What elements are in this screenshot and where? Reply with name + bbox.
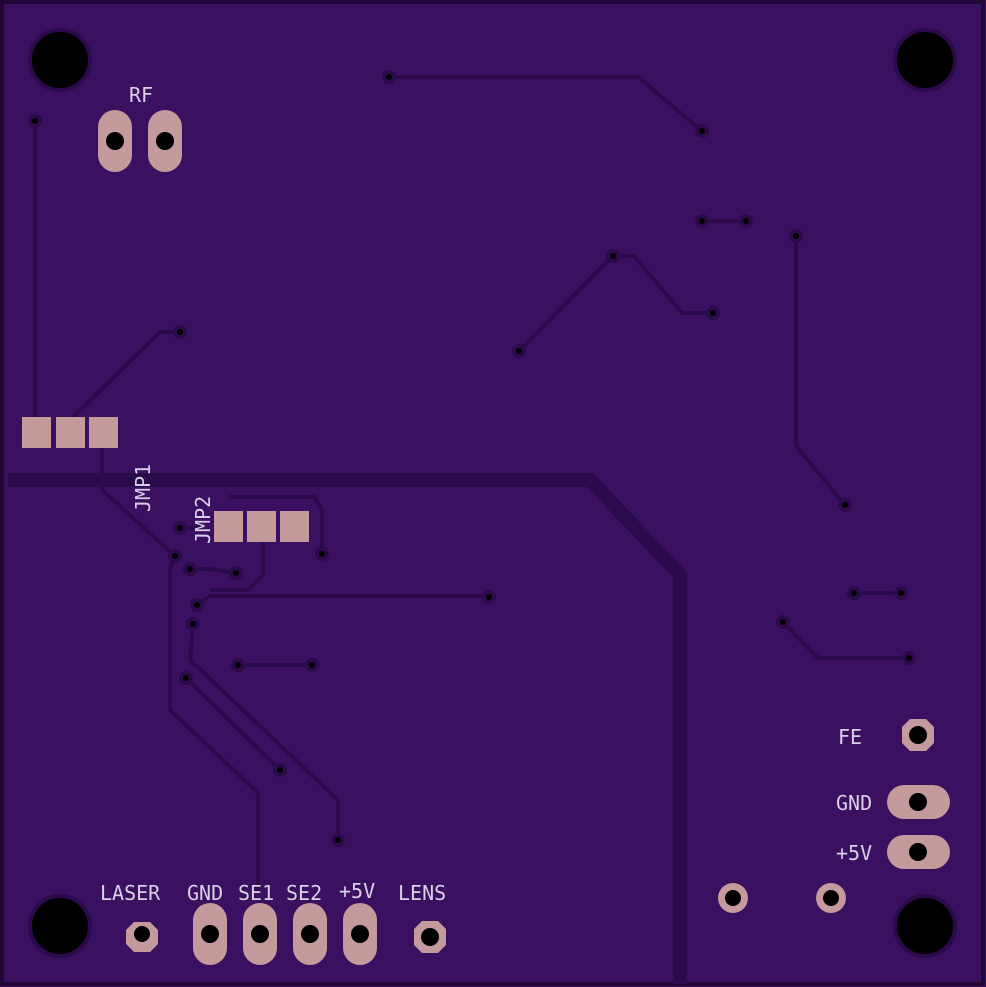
mounting-hole-bottom-left [28,894,92,958]
mounting-holes [28,28,957,958]
bottom-header [126,903,446,965]
plus5v-right-label: +5V [836,841,872,865]
se2-label: SE2 [286,881,322,905]
fe-label: FE [838,725,862,749]
lens-label: LENS [398,881,446,905]
mounting-hole-top-right [893,28,957,92]
rf-connector [98,110,182,172]
gnd-bottom-label: GND [187,881,223,905]
rf-label: RF [129,83,153,107]
jmp2-pads [214,511,309,542]
mounting-hole-top-left [28,28,92,92]
jmp2-label: JMP2 [191,496,215,544]
laser-label: LASER [100,881,161,905]
gnd-right-label: GND [836,791,872,815]
jmp1-pads [22,417,118,448]
se1-label: SE1 [238,881,274,905]
vias [28,70,916,847]
right-header [718,719,950,913]
mounting-hole-bottom-right [893,894,957,958]
plane-boundary [8,473,687,984]
plus5v-bottom-label: +5V [339,879,375,903]
jmp1-label: JMP1 [131,464,155,512]
